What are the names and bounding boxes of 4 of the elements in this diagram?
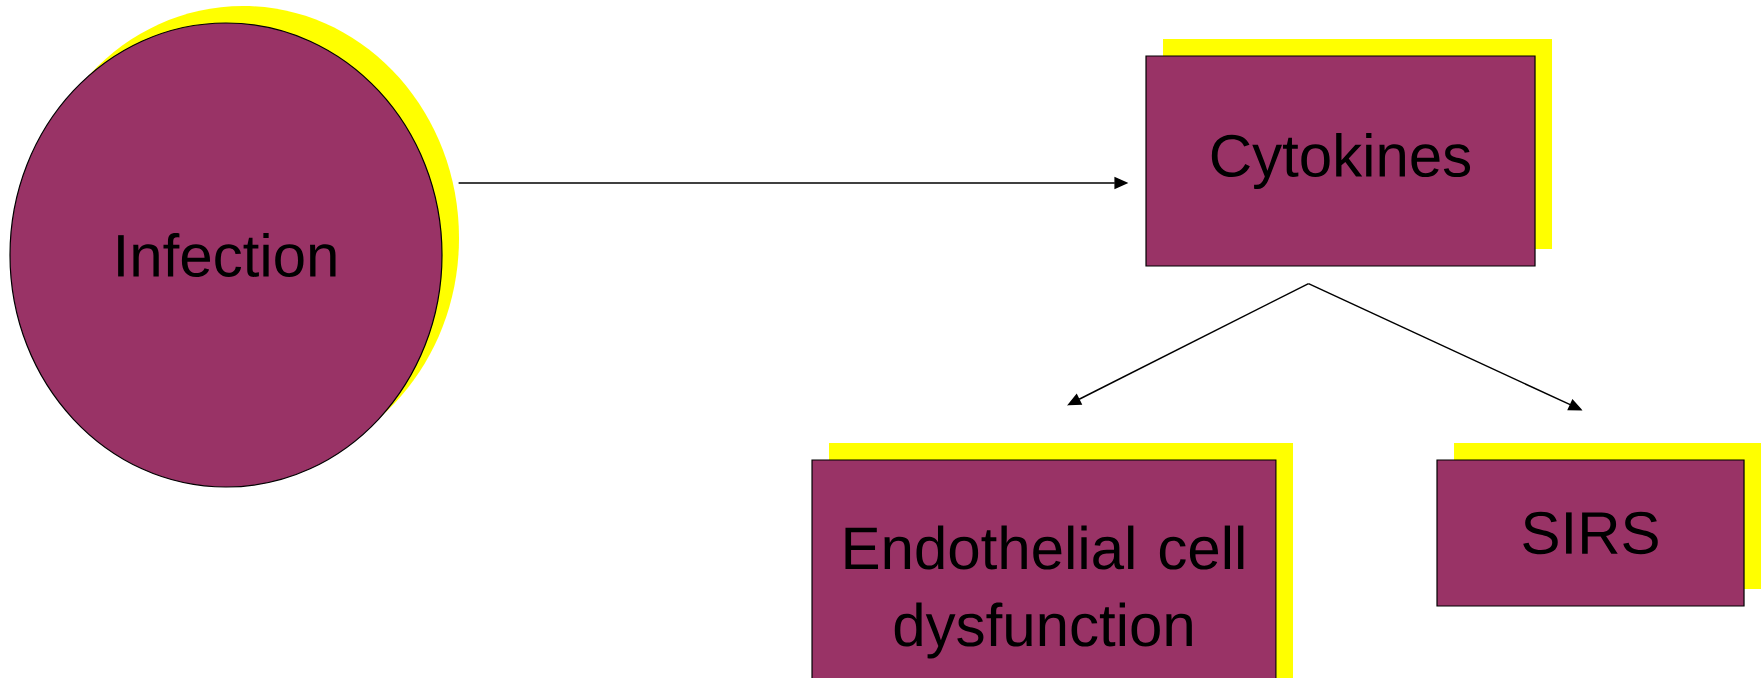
arrow xyxy=(1067,282,1310,406)
process-box: Cytokines xyxy=(1145,39,1552,267)
process-box: Endothelial cell dysfunction xyxy=(811,443,1293,678)
process-box: SIRS xyxy=(1436,443,1761,607)
